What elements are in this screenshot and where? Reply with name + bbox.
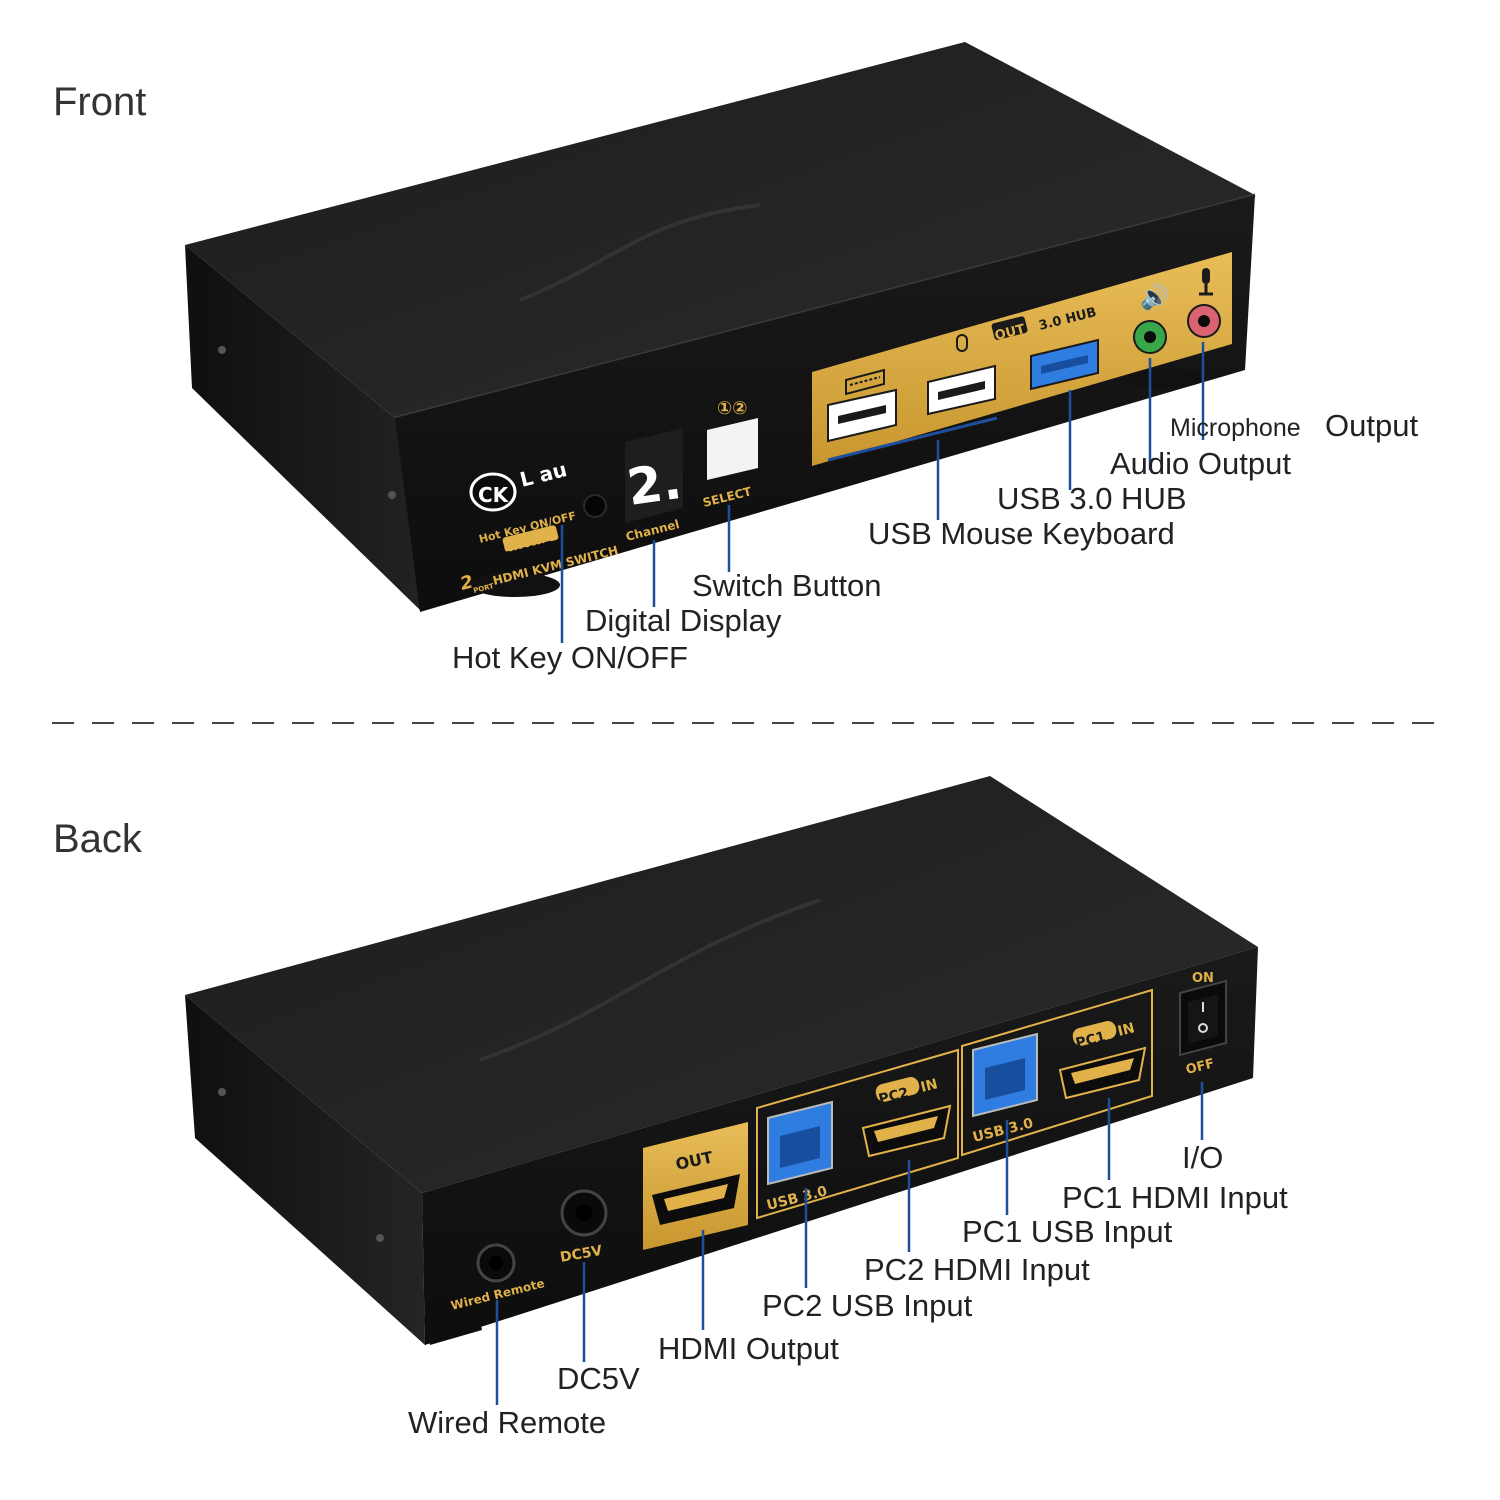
- front-leader-lines: [560, 342, 1205, 643]
- switch-off-label: OFF: [1184, 1056, 1216, 1078]
- callout-io: I/O: [1182, 1140, 1223, 1175]
- back-left-side: [185, 995, 425, 1345]
- callout-hdmi-output: HDMI Output: [658, 1331, 839, 1366]
- channel-numbers: ①②: [717, 398, 747, 419]
- callout-audio-output: Audio Output: [1110, 446, 1291, 481]
- mouse-icon: [956, 334, 968, 352]
- front-left-side: [185, 245, 442, 610]
- back-face: [422, 947, 1258, 1345]
- callout-hot-key: Hot Key ON/OFF: [452, 640, 688, 675]
- svg-text:CK: CK: [478, 483, 510, 507]
- callout-pc2-hdmi: PC2 HDMI Input: [864, 1252, 1090, 1287]
- pc2-badge: [875, 1077, 920, 1102]
- digital-display: [625, 428, 683, 523]
- spec-badge: [502, 525, 559, 552]
- callout-pc1-hdmi: PC1 HDMI Input: [1062, 1180, 1288, 1215]
- back-leader-lines: [495, 1082, 1204, 1405]
- back-top-plate: [185, 776, 1258, 1193]
- back-device: Wired Remote DC5V OUT USB 3.0 PC2 IN USB…: [185, 776, 1258, 1345]
- callout-dc5v: DC5V: [557, 1361, 640, 1396]
- pc1-group-frame: [961, 988, 1153, 1157]
- out-badge: [991, 316, 1028, 340]
- keyboard-icon: [845, 368, 885, 396]
- pc2-group-frame: [756, 1048, 959, 1220]
- dc-device-label: DC5V: [559, 1243, 604, 1266]
- callout-pc1-usb: PC1 USB Input: [962, 1214, 1173, 1249]
- svg-text:2: 2: [458, 571, 475, 594]
- display-digit: 2.: [624, 452, 685, 517]
- svg-text:PC2: PC2: [877, 1085, 910, 1108]
- callout-microphone-output: Output: [1325, 408, 1418, 443]
- hotkey-button[interactable]: [583, 494, 607, 518]
- callout-wired-remote: Wired Remote: [408, 1405, 606, 1440]
- callout-switch-button: Switch Button: [692, 568, 882, 603]
- callout-usb-hub: USB 3.0 HUB: [997, 481, 1187, 516]
- speaker-icon: 🔊: [1140, 282, 1170, 311]
- front-top-curve: [519, 203, 761, 302]
- brand-logo: CK L au: [469, 457, 569, 512]
- switch-on-label: ON: [1192, 971, 1214, 986]
- callout-usb-mouse-keyboard: USB Mouse Keyboard: [868, 516, 1175, 551]
- svg-text:PC1: PC1: [1074, 1029, 1107, 1052]
- callout-microphone: Microphone: [1170, 414, 1301, 442]
- microphone-icon: [1199, 268, 1213, 296]
- front-device: CK L au Hot Key ON/OFF 8K60HZ HDMI KVM S…: [185, 42, 1256, 612]
- callout-pc2-usb: PC2 USB Input: [762, 1288, 973, 1323]
- back-title: Back: [53, 817, 143, 861]
- select-button[interactable]: [707, 418, 758, 480]
- front-top-plate: [185, 42, 1255, 418]
- svg-text:IN: IN: [919, 1076, 939, 1096]
- front-gold-panel: [812, 252, 1232, 466]
- front-title: Front: [53, 80, 146, 124]
- svg-text:OUT: OUT: [993, 322, 1026, 344]
- svg-text:IN: IN: [1116, 1020, 1136, 1040]
- pc1-badge: [1072, 1021, 1117, 1046]
- callout-digital-display: Digital Display: [585, 603, 782, 638]
